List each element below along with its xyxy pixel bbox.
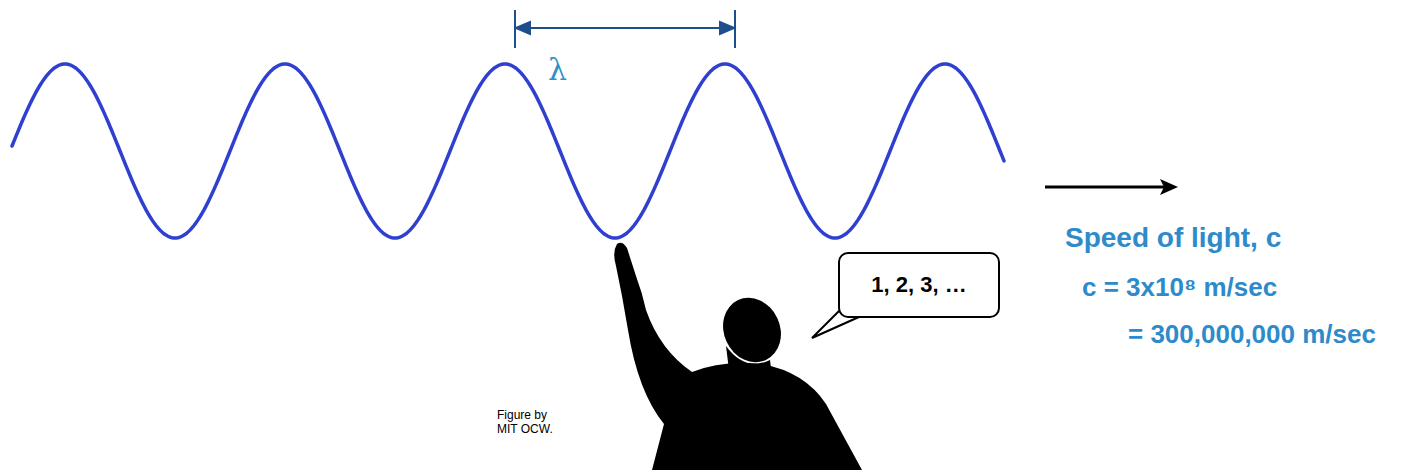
formula-text: c = 3x10⁸ m/sec	[1082, 272, 1277, 303]
direction-arrow	[1045, 179, 1178, 195]
credit-note: Figure by MIT OCW.	[497, 409, 567, 437]
heading-text: Speed of light, c	[1065, 222, 1281, 254]
speech-bubble: 1, 2, 3, …	[838, 252, 1000, 318]
wavelength-bracket	[515, 10, 735, 48]
wavelength-symbol: λ	[548, 52, 567, 87]
bubble-text: 1, 2, 3, …	[871, 272, 966, 298]
person-silhouette	[614, 243, 862, 470]
light-wave	[12, 64, 1004, 238]
value-text: = 300,000,000 m/sec	[1128, 319, 1376, 350]
